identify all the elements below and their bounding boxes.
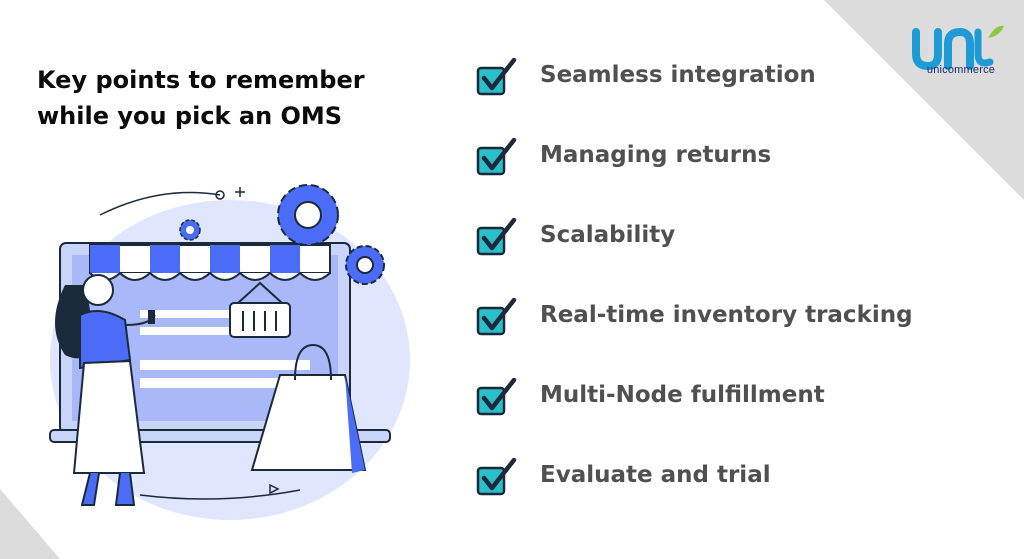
shop-awning — [89, 244, 331, 281]
key-point-label: Managing returns — [540, 142, 772, 168]
checkbox-checked-icon — [476, 458, 517, 496]
key-point-item: Multi-Node fulfillment — [470, 374, 990, 416]
gear-icon — [179, 219, 201, 241]
page-title-line-2: while you pick an OMS — [37, 102, 343, 130]
key-point-label: Seamless integration — [540, 62, 816, 88]
shopping-bag-icon — [250, 343, 367, 473]
checkbox-checked-icon — [476, 298, 517, 336]
woman-figure — [55, 274, 156, 506]
basket-icon — [229, 281, 291, 338]
key-point-item: Scalability — [470, 214, 990, 256]
unicommerce-logo — [912, 25, 1004, 71]
checkbox-checked-icon — [476, 378, 517, 416]
key-point-label: Real-time inventory tracking — [540, 302, 913, 328]
gear-icon — [277, 184, 339, 246]
checkbox-checked-icon — [476, 138, 517, 176]
key-point-label: Scalability — [540, 222, 676, 248]
key-point-label: Evaluate and trial — [540, 462, 771, 488]
key-point-label: Multi-Node fulfillment — [540, 382, 825, 408]
checkbox-checked-icon — [476, 218, 517, 256]
key-point-item: Seamless integration — [470, 54, 990, 96]
online-shop-illustration — [49, 184, 410, 520]
key-point-item: Real-time inventory tracking — [470, 294, 990, 336]
logo-wordmark: unicommerce — [926, 64, 996, 76]
page-title-line-1: Key points to remember — [37, 66, 365, 94]
page-title: Key points to remember while you pick an… — [37, 62, 457, 134]
key-point-item: Managing returns — [470, 134, 990, 176]
corner-decoration-bottom-left — [0, 489, 60, 559]
checkbox-checked-icon — [476, 58, 517, 96]
gear-icon — [345, 245, 385, 285]
key-point-item: Evaluate and trial — [470, 454, 990, 496]
